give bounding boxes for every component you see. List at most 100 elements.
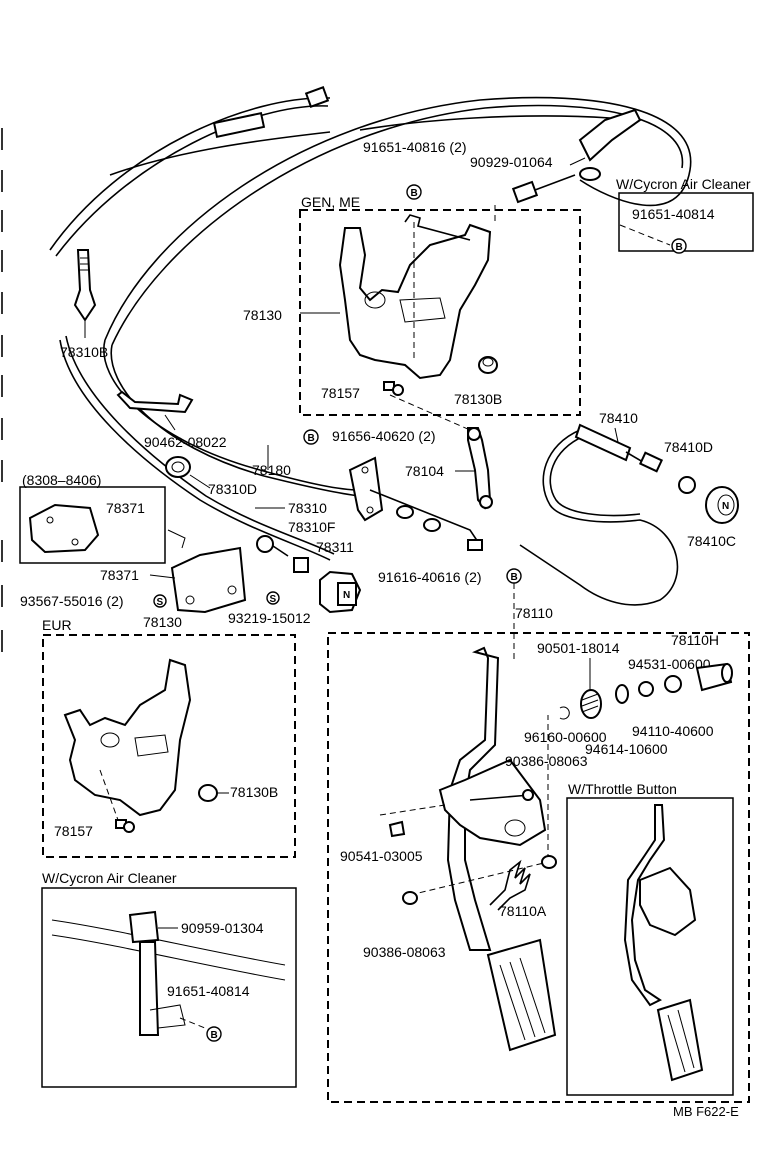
svg-text:N: N — [722, 501, 729, 512]
label-78310: 78310 — [288, 500, 327, 516]
label-78110H: 78110H — [671, 632, 719, 648]
label-wcycron-bottom: W/Cycron Air Cleaner — [42, 870, 177, 886]
pedal-throttle-button — [623, 804, 704, 1082]
cable-bracket-plate — [348, 456, 483, 551]
screw-78157-eur — [115, 819, 135, 833]
box-gen-me — [299, 209, 581, 416]
bolt-marker-91651-40816 — [406, 184, 422, 200]
bolt-marker-91651-40814-bot — [206, 1026, 222, 1042]
label-78130-main: 78130 — [243, 307, 282, 323]
box-8308-8406 — [19, 486, 166, 564]
label-91656-40620: 91656-40620 (2) — [332, 428, 436, 444]
label-78110A: 78110A — [499, 903, 547, 919]
label-94614-10600: 94614-10600 — [585, 741, 668, 757]
label-78104: 78104 — [405, 463, 444, 479]
label-78310F: 78310F — [288, 519, 335, 535]
nut-78410D — [678, 476, 696, 494]
clamp-90959 — [51, 910, 286, 1036]
bolt-marker-91651-40816-text: B — [411, 188, 418, 199]
figure-code: MB F622-E — [673, 1104, 739, 1119]
leader-78410 — [614, 427, 619, 443]
label-78410C: 78410C — [687, 533, 736, 549]
cable-end-clip — [494, 167, 601, 225]
box-wcycron-bottom — [41, 887, 297, 1088]
label-90959-01304: 90959-01304 — [181, 920, 264, 936]
bolt-marker-91651-40814-top-text: B — [676, 242, 683, 253]
label-91651-40814-bot: 91651-40814 — [167, 983, 250, 999]
accelerator-cable-long — [49, 86, 692, 561]
bushing-90386-a — [541, 855, 557, 869]
label-78310D: 78310D — [208, 481, 257, 497]
bolt-marker-91651-40814-bot-text: B — [211, 1030, 218, 1041]
label-78410: 78410 — [599, 410, 638, 426]
bracket-78371-box — [28, 503, 100, 554]
label-78311: 78311 — [316, 539, 354, 555]
washer-94614 — [615, 684, 629, 704]
label-78110: 78110 — [515, 605, 553, 621]
clip-96160 — [559, 706, 570, 720]
leader-wcycron-top — [619, 224, 671, 246]
label-78130-eur: 78130 — [143, 614, 182, 630]
label-78180: 78180 — [252, 462, 291, 478]
label-90386-08063-b: 90386-08063 — [363, 944, 446, 960]
bushing-90386-b — [402, 891, 418, 905]
label-93567-55016: 93567-55016 (2) — [20, 593, 124, 609]
label-91651-40814-top: 91651-40814 — [632, 206, 715, 222]
return-spring-78110A — [489, 859, 531, 911]
label-78130B-eur: 78130B — [230, 784, 278, 800]
label-wthrottle: W/Throttle Button — [568, 781, 677, 797]
label-78157-eur: 78157 — [54, 823, 93, 839]
label-78310B: 78310B — [60, 344, 108, 360]
box-wcycron-top — [618, 192, 754, 252]
label-eur: EUR — [42, 617, 72, 633]
box-wthrottle — [566, 797, 734, 1096]
box-eur — [42, 634, 296, 858]
screw-marker-93219-text: S — [270, 594, 277, 605]
label-78371-box: 78371 — [106, 500, 145, 516]
label-90929-01064: 90929-01064 — [470, 154, 553, 170]
nut-94110 — [664, 675, 682, 693]
label-90386-08063-a: 90386-08063 — [505, 753, 588, 769]
bushing-78130B-eur — [198, 784, 218, 802]
pedal-78110 — [379, 646, 557, 1052]
arrow-hint — [167, 529, 186, 549]
bolt-marker-91656 — [303, 429, 319, 445]
label-90462-08022: 90462-08022 — [144, 434, 227, 450]
grommet-78310D — [165, 456, 211, 489]
spring-90501 — [580, 689, 602, 719]
bolt-marker-91651-40814-top — [671, 238, 687, 254]
label-91651-40816: 91651-40816 (2) — [363, 139, 467, 155]
label-93219-15012: 93219-15012 — [228, 610, 311, 626]
box-78110 — [327, 632, 750, 1103]
screw-marker-93219 — [266, 591, 280, 605]
bracket-78130-gen — [338, 214, 492, 380]
label-78371: 78371 — [100, 567, 139, 583]
bolt-marker-91616-text: B — [511, 572, 518, 583]
screw-marker-93567-text: S — [157, 597, 164, 608]
label-94110-40600: 94110-40600 — [632, 723, 714, 739]
cable-end-78310B — [73, 249, 97, 338]
leader-78371 — [149, 574, 176, 579]
label-78157-top: 78157 — [321, 385, 360, 401]
bracket-78130-eur — [63, 658, 192, 821]
throttle-cable-78410 — [519, 423, 679, 606]
label-range-8308-8406: (8308–8406) — [22, 472, 101, 488]
cable-clamp-90929 — [569, 108, 642, 166]
label-gen-me: GEN, ME — [301, 194, 360, 210]
bracket-78371 — [170, 546, 247, 614]
label-90501-18014: 90501-18014 — [537, 640, 620, 656]
screw-78157-top — [383, 381, 404, 396]
knob-78410C: N — [705, 486, 739, 524]
bracket-90462 — [116, 390, 194, 431]
cap-78110H — [695, 662, 733, 692]
cable-end-fitting — [256, 535, 309, 573]
label-78410D: 78410D — [664, 439, 713, 455]
knob-78311: N — [319, 570, 362, 614]
label-90541-03005: 90541-03005 — [340, 848, 423, 864]
bushing-90541 — [388, 820, 406, 838]
svg-text:N: N — [343, 590, 350, 601]
label-78130B-top: 78130B — [454, 391, 502, 407]
linkage-rod-78104 — [389, 394, 493, 510]
bolt-marker-91656-text: B — [308, 433, 315, 444]
